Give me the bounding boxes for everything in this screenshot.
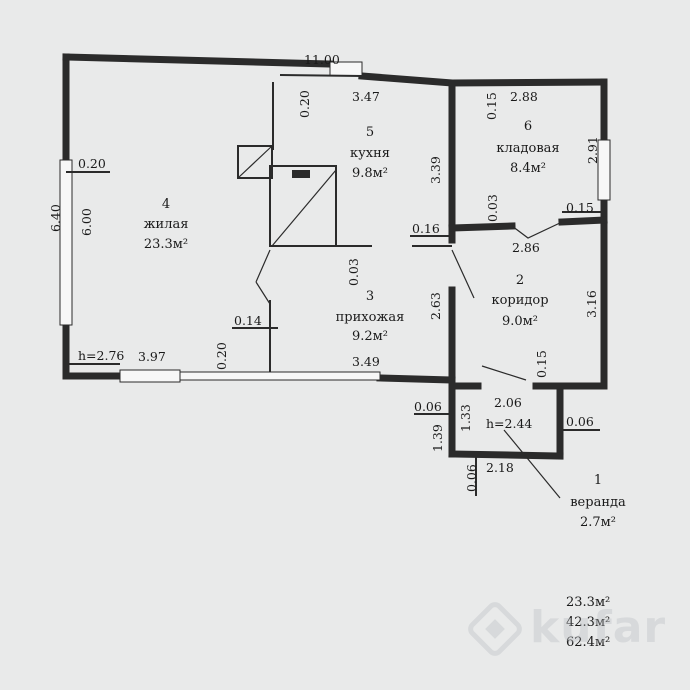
dim-288: 2.88	[510, 89, 538, 104]
room-label-5: 5 кухня 9.8м²	[350, 125, 390, 181]
dim-339: 3.39	[428, 156, 443, 184]
room-1-area: 2.7м²	[580, 515, 616, 530]
storage-partition-right	[558, 216, 608, 226]
room-4-area: 23.3м²	[144, 237, 188, 252]
veranda-leader	[503, 429, 561, 499]
total-area: 62.4м²	[566, 635, 610, 650]
watermark: kufar	[466, 598, 666, 668]
outer-wall-top-right	[358, 72, 456, 87]
room-5-area: 9.8м²	[352, 166, 388, 181]
storage-partition-left	[448, 222, 516, 232]
dim-015-low: 0.15	[534, 350, 549, 378]
room-5-number: 5	[366, 125, 374, 140]
area-totals: 23.3м² 42.3м² 62.4м²	[566, 595, 610, 650]
dim-291: 2.91	[585, 136, 600, 164]
dim-015-mid: 0.15	[566, 200, 594, 215]
dimension-labels: 0.20 3.47 0.15 2.88 2.91 0.20 3.39 0.03 …	[78, 89, 600, 492]
dim-244: h=2.44	[486, 416, 532, 431]
ceiling-height: h=2.76	[78, 348, 124, 363]
dim-133: 1.33	[458, 404, 473, 432]
total-living-area: 23.3м²	[566, 595, 610, 610]
room-3-area: 9.2м²	[352, 329, 388, 344]
room-2-area: 9.0м²	[502, 314, 538, 329]
dim-347: 3.47	[352, 89, 380, 104]
doors	[255, 221, 563, 499]
room-1-number: 1	[594, 473, 602, 488]
dim-014: 0.14	[234, 313, 262, 328]
room-2-name: коридор	[491, 293, 548, 308]
window-right	[597, 139, 611, 201]
dim-015-top: 0.15	[484, 92, 499, 120]
door-hall-corridor	[451, 249, 475, 299]
dim-139: 1.39	[430, 424, 445, 452]
room-1-name: веранда	[570, 495, 626, 510]
chimney-mark	[292, 170, 310, 178]
dim-016: 0.16	[412, 221, 440, 236]
room-6-area: 8.4м²	[510, 161, 546, 176]
room-4-name: жилая	[144, 217, 189, 232]
walls	[62, 53, 608, 460]
window-bottom-1	[119, 369, 181, 383]
door-living-hall	[255, 249, 271, 305]
dim-006-right: 0.06	[566, 414, 594, 429]
chimney-diagonal	[271, 169, 337, 247]
kufar-logo-icon	[468, 602, 522, 656]
dim-020-top: 0.20	[297, 90, 312, 118]
room-label-2: 2 коридор 9.0м²	[491, 273, 548, 329]
room-label-1: 1 веранда 2.7м²	[570, 473, 626, 530]
dim-height-outer: 6.40	[48, 204, 63, 232]
outer-wall-bottom-2	[376, 374, 456, 384]
dim-020-left: 0.20	[78, 156, 106, 171]
room-3-name: прихожая	[336, 310, 405, 325]
dim-316: 3.16	[584, 290, 599, 318]
room-6-number: 6	[524, 119, 532, 134]
watermark-text: kufar	[530, 602, 667, 653]
room-5-name: кухня	[350, 146, 390, 161]
dim-286: 2.86	[512, 240, 540, 255]
room-label-3: 3 прихожая 9.2м²	[336, 289, 405, 344]
dim-263: 2.63	[428, 292, 443, 320]
dim-218: 2.18	[486, 460, 514, 475]
stove-diagonal	[237, 145, 273, 179]
windows	[59, 61, 611, 383]
dimension-lines	[66, 74, 604, 496]
room-6-name: кладовая	[496, 141, 559, 156]
dim-height-inner: 6.00	[79, 208, 94, 236]
door-corridor-veranda	[481, 365, 527, 381]
dim-020-bottom: 0.20	[214, 342, 229, 370]
dim-397: 3.97	[138, 349, 166, 364]
room-label-6: 6 кладовая 8.4м²	[496, 119, 559, 176]
room-4-number: 4	[162, 197, 170, 212]
dim-206: 2.06	[494, 395, 522, 410]
door-storage	[511, 221, 563, 239]
dim-006-left: 0.06	[414, 399, 442, 414]
window-bottom-2	[179, 371, 381, 381]
partitions	[237, 82, 452, 372]
dim-003-mid: 0.03	[485, 194, 500, 222]
dim-349: 3.49	[352, 354, 380, 369]
room-3-number: 3	[366, 289, 374, 304]
dim-line-top	[279, 74, 363, 77]
veranda-wall-bottom	[448, 450, 564, 460]
storage-wall-top	[448, 78, 608, 87]
dim-006-bottom: 0.06	[464, 464, 479, 492]
stove-outline	[237, 145, 273, 179]
dim-003-low: 0.03	[346, 258, 361, 286]
total-useful-area: 42.3м²	[566, 615, 610, 630]
chimney-outline	[269, 165, 337, 247]
window-left	[59, 159, 73, 326]
outer-wall-top-left	[62, 53, 334, 68]
room-2-number: 2	[516, 273, 524, 288]
room-label-4: 4 жилая 23.3м²	[144, 197, 189, 252]
dim-total-width: 11.00	[304, 52, 340, 67]
